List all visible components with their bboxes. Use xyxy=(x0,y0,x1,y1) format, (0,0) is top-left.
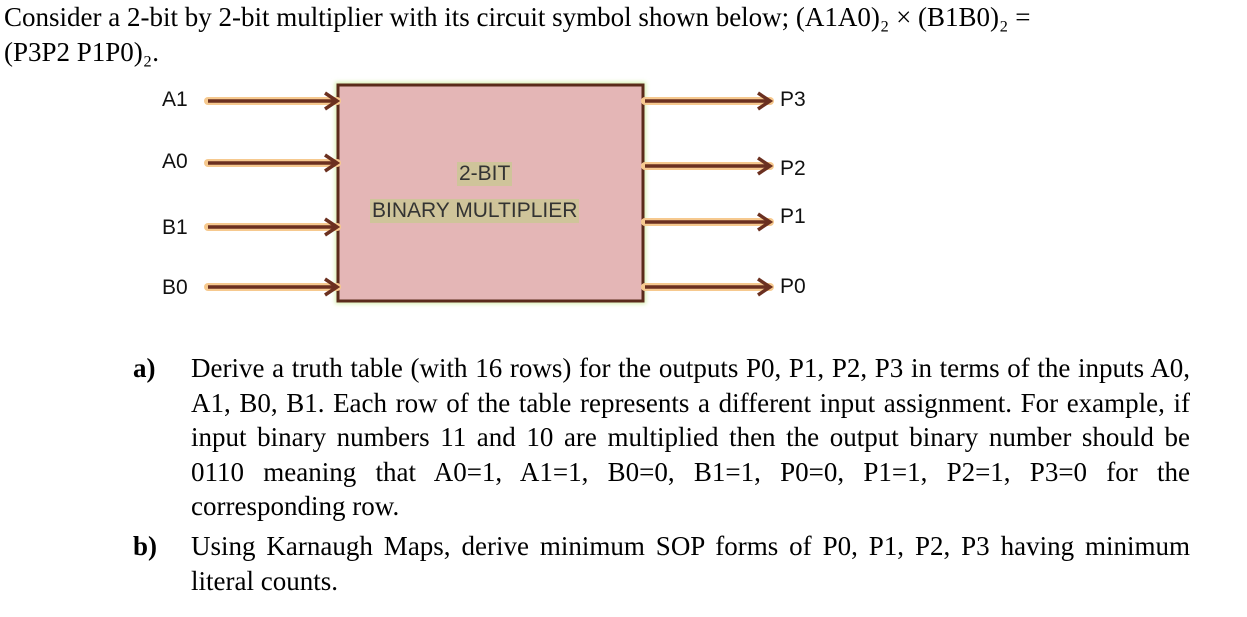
output-arrow-p1 xyxy=(641,212,774,232)
question-a-text: Derive a truth table (with 16 rows) for … xyxy=(191,353,1190,521)
question-b-text: Using Karnaugh Maps, derive minimum SOP … xyxy=(191,531,1190,596)
output-label-p2: P2 xyxy=(780,157,806,180)
input-arrow-a1 xyxy=(204,91,341,111)
box-title-line-2: BINARY MULTIPLIER xyxy=(370,199,580,223)
input-arrow-b1 xyxy=(204,217,341,237)
output-label-p3: P3 xyxy=(780,88,806,111)
input-label-a0: A0 xyxy=(162,150,188,173)
input-label-b0: B0 xyxy=(162,276,188,299)
output-arrow-p0 xyxy=(641,277,774,297)
input-arrow-b0 xyxy=(204,277,341,297)
output-label-p0: P0 xyxy=(780,275,806,298)
question-a-marker: a) xyxy=(133,353,156,383)
output-arrow-p3 xyxy=(641,91,774,111)
input-label-b1: B1 xyxy=(162,216,188,239)
output-arrow-p2 xyxy=(641,156,774,176)
intro-line-1: Consider a 2-bit by 2-bit multiplier wit… xyxy=(4,2,1031,32)
question-b-marker: b) xyxy=(133,531,158,561)
input-label-a1: A1 xyxy=(162,88,188,111)
output-label-p1: P1 xyxy=(780,205,806,228)
question-a: a) Derive a truth table (with 16 rows) f… xyxy=(133,351,1190,524)
signal-arrows xyxy=(204,91,774,297)
box-title-line-1: 2-BIT xyxy=(457,162,513,186)
multiplier-diagram xyxy=(204,82,774,304)
input-arrow-a0 xyxy=(204,153,341,173)
intro-line-2: (P3P2 P1P0)₂. xyxy=(4,37,159,67)
multiplier-box xyxy=(336,83,645,303)
question-b: b) Using Karnaugh Maps, derive minimum S… xyxy=(133,529,1190,598)
